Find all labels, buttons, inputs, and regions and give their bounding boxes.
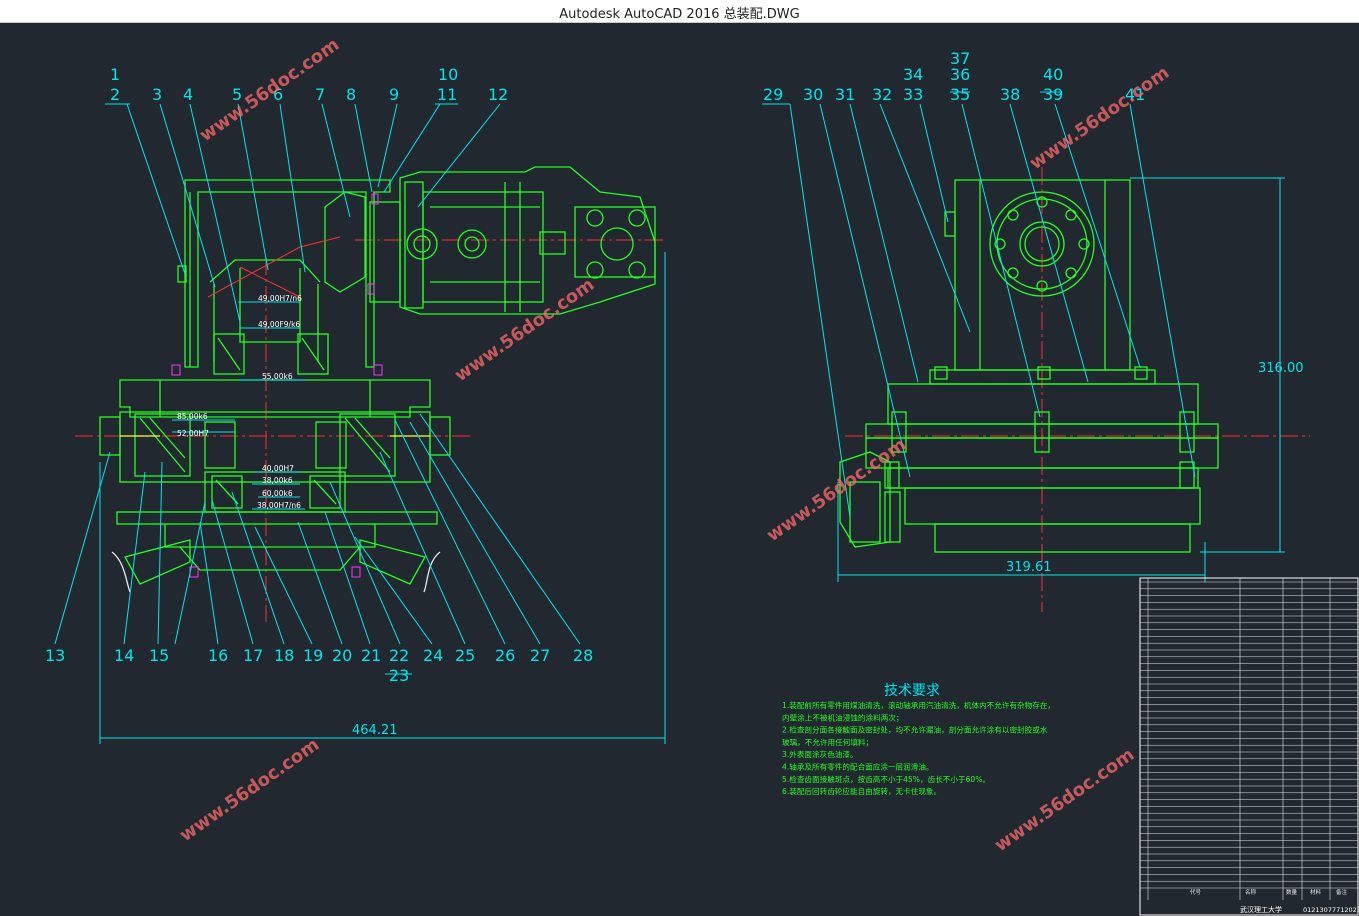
left-view-bolts <box>171 193 383 578</box>
tech-requirement-line: 1.装配前所有零件用煤油清洗，滚动轴承用汽油清洗，机体内不允许有杂物存在， <box>782 700 1055 710</box>
left-view-assembly <box>99 166 656 593</box>
callout-label: 20 <box>332 646 352 665</box>
width-dim: 319.61 <box>1006 560 1052 575</box>
callout-label: 16 <box>208 646 228 665</box>
bom-drawing-no: 01213077712023 <box>1303 906 1359 914</box>
callout-label: 37 <box>950 49 970 68</box>
bom-header-cell: 数量 <box>1286 888 1298 896</box>
watermark: www.56doc.com <box>763 434 910 546</box>
callout-label: 9 <box>389 85 399 104</box>
bom-header-cell: 代号 <box>1190 888 1202 896</box>
bom-school: 武汉理工大学 <box>1240 905 1282 914</box>
tech-requirement-line: 4.轴承及所有零件的配合面应涂一层润滑油。 <box>782 762 934 772</box>
watermark: www.56doc.com <box>991 744 1138 856</box>
callout-label: 15 <box>149 646 169 665</box>
tech-requirements-body: 1.装配前所有零件用煤油清洗，滚动轴承用汽油清洗，机体内不允许有杂物存在， 内壁涂… <box>782 700 1055 796</box>
watermark: www.56doc.com <box>176 734 323 846</box>
right-view-centerlines <box>845 167 1310 612</box>
callout-label: 27 <box>530 646 550 665</box>
callout-label: 22 <box>389 646 409 665</box>
callout-label: 40 <box>1043 65 1063 84</box>
callout-label: 28 <box>573 646 593 665</box>
overall-width-dim: 464.21 <box>352 723 398 738</box>
window-titlebar: Autodesk AutoCAD 2016 总装配.DWG <box>0 0 1359 23</box>
callout-label: 2 <box>110 85 120 104</box>
callout-label: 7 <box>315 85 325 104</box>
callout-label: 34 <box>903 65 923 84</box>
left-view-leaders <box>54 103 666 744</box>
callout-label: 5 <box>232 85 242 104</box>
callout-label: 39 <box>1043 85 1063 104</box>
fit-label: 40,00H7 <box>262 464 294 473</box>
callout-label: 18 <box>274 646 294 665</box>
callout-label: 25 <box>455 646 475 665</box>
fit-label: 60,00k6 <box>262 489 293 498</box>
bom-header-cell: 名称 <box>1245 888 1257 896</box>
fit-labels: 49,00H7/n6 49,00F9/k6 55,00k6 85,00k6 52,00H… <box>177 294 302 510</box>
callout-label: 32 <box>872 85 892 104</box>
callout-label: 24 <box>423 646 443 665</box>
callout-label: 33 <box>903 85 923 104</box>
fit-label: 55,00k6 <box>262 372 293 381</box>
fit-label: 38,00H7/n6 <box>257 501 301 510</box>
callout-label: 26 <box>495 646 515 665</box>
callout-label: 30 <box>803 85 823 104</box>
tech-requirement-line: 内壁涂上不被机油浸蚀的涂料两次； <box>782 712 904 722</box>
tech-requirement-line: 2.检查剖分面各接触面及密封处，均不允许漏油，剖分面允许涂有以密封胶或水 <box>782 725 1048 735</box>
fit-label: 49,00H7/n6 <box>258 294 302 303</box>
tech-requirement-line: 玻璃，不允许用任何填料； <box>782 737 873 747</box>
tech-requirement-line: 3.外表面涂灰色油漆。 <box>782 749 858 759</box>
bom-header-cell: 材料 <box>1310 888 1322 896</box>
callout-label: 41 <box>1125 85 1145 104</box>
callout-label: 19 <box>303 646 323 665</box>
fit-label: 49,00F9/k6 <box>258 320 300 329</box>
callout-label: 3 <box>152 85 162 104</box>
tech-requirement-line: 5.检查齿面接触斑点，按齿高不小于45%，齿长不小于60%。 <box>782 774 990 784</box>
right-view-assembly <box>839 179 1219 553</box>
callout-label: 8 <box>346 85 356 104</box>
height-dim: 316.00 <box>1258 361 1304 376</box>
callout-label: 29 <box>763 85 783 104</box>
callout-label: 36 <box>950 65 970 84</box>
callout-label: 10 <box>438 65 458 84</box>
callout-label: 14 <box>114 646 134 665</box>
window-title: Autodesk AutoCAD 2016 总装配.DWG <box>559 7 800 22</box>
callout-label: 12 <box>488 85 508 104</box>
callout-label: 31 <box>835 85 855 104</box>
fit-label: 52,00H7 <box>177 429 209 438</box>
right-view-leaders <box>762 91 1285 582</box>
callout-label: 17 <box>243 646 263 665</box>
callout-label: 21 <box>361 646 381 665</box>
fit-label: 38,00k6 <box>262 476 293 485</box>
bom-table: 代号 名称 数量 材料 备注 武汉理工大学 01213077712023 <box>1139 577 1359 916</box>
left-view-phantom <box>207 236 341 298</box>
fit-label: 85,00k6 <box>177 412 208 421</box>
callout-label: 11 <box>437 85 457 104</box>
callout-label: 4 <box>183 85 193 104</box>
callout-label: 23 <box>389 666 409 685</box>
tech-requirements-title: 技术要求 <box>884 683 940 699</box>
callout-label: 13 <box>45 646 65 665</box>
bom-header-cell: 备注 <box>1336 888 1348 896</box>
callout-label: 1 <box>110 65 120 84</box>
callout-label: 38 <box>1000 85 1020 104</box>
callout-label: 35 <box>950 85 970 104</box>
watermark: www.56doc.com <box>451 274 598 386</box>
tech-requirement-line: 6.装配后回转齿轮应能自由旋转，无卡住现象。 <box>782 786 941 796</box>
callout-label: 6 <box>273 85 283 104</box>
